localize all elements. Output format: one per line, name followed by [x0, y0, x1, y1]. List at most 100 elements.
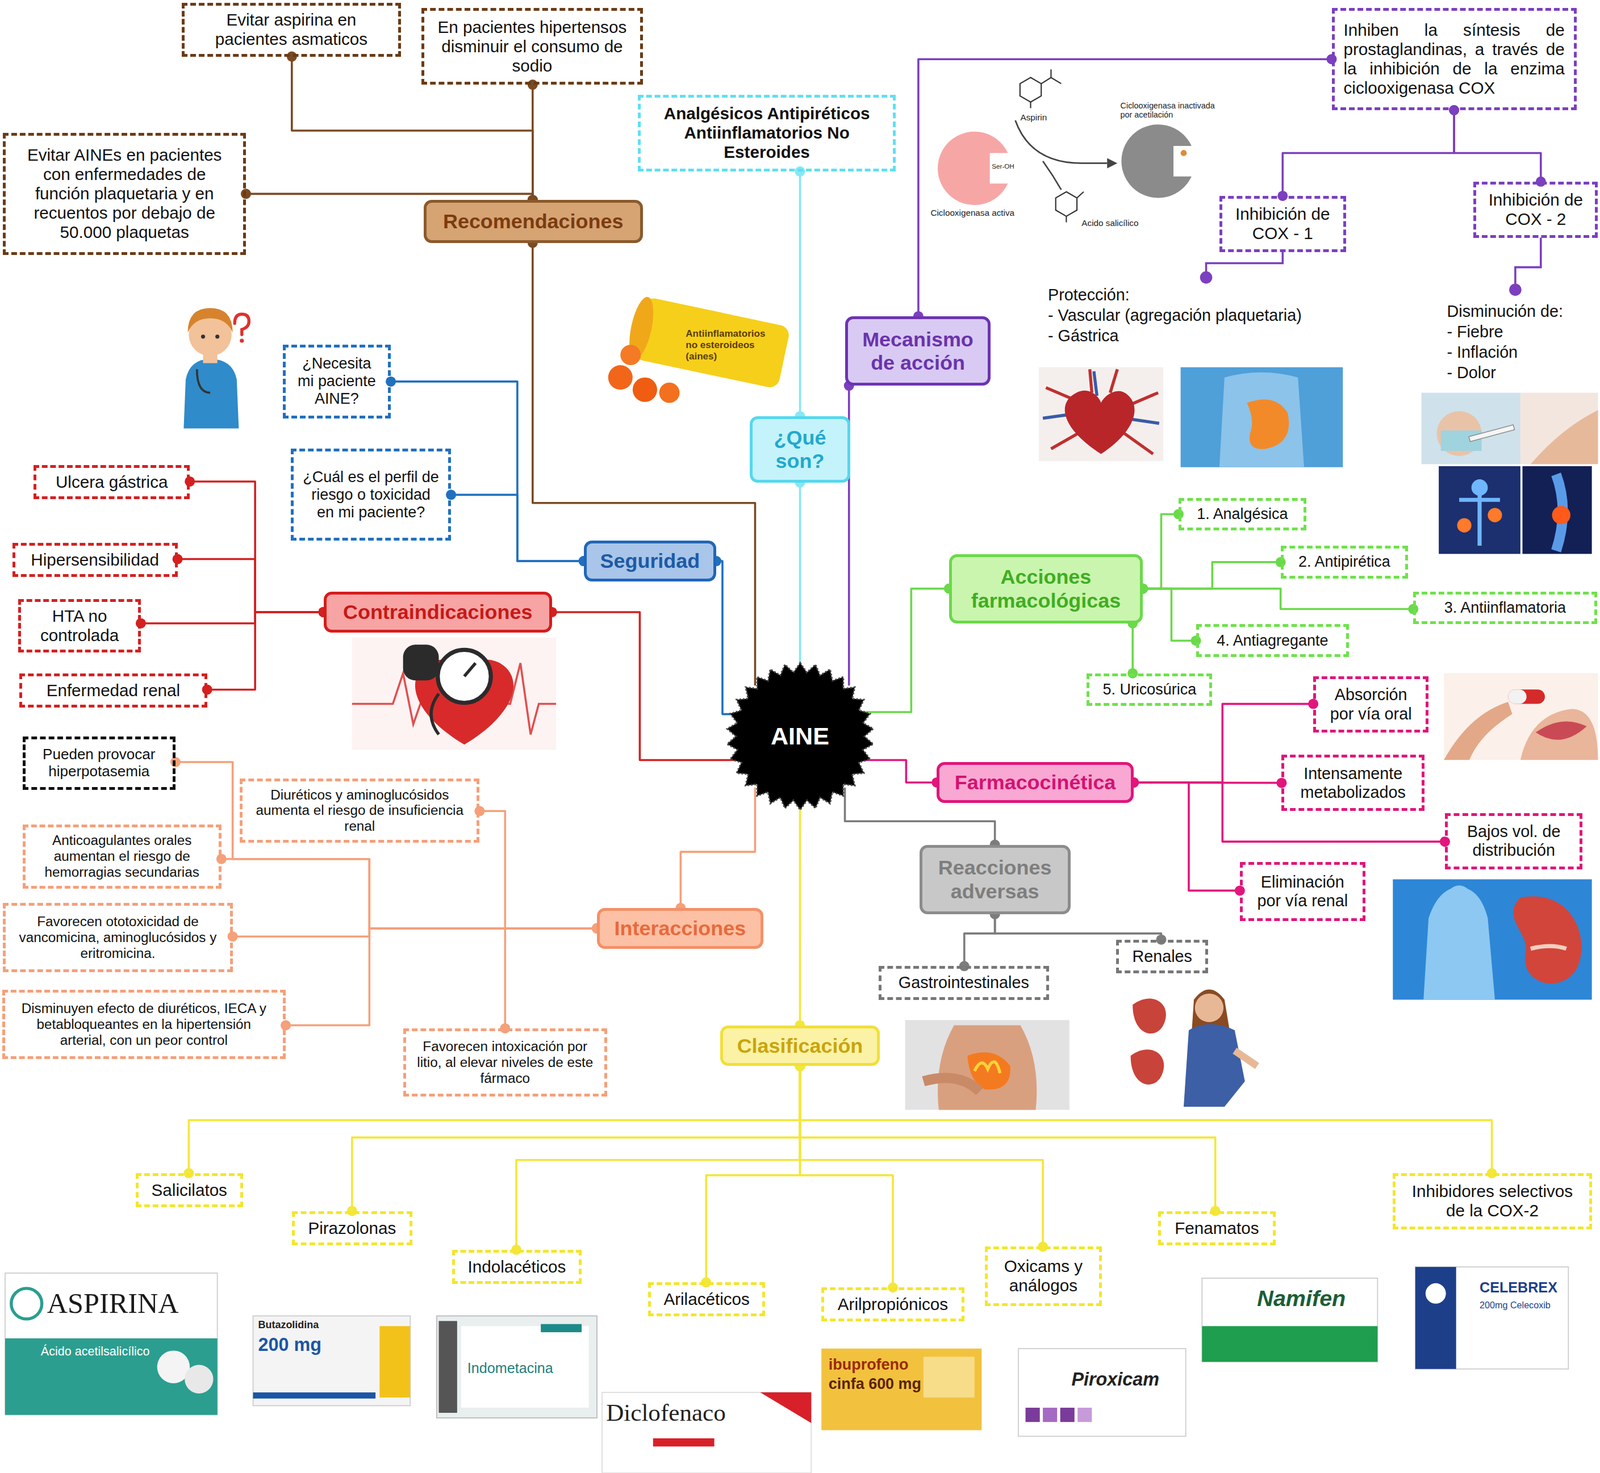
celebrex-box-part [1415, 1267, 1457, 1370]
aspirin-box-part [5, 1273, 218, 1416]
pain-images-part [1456, 518, 1472, 533]
connector-dot [474, 805, 485, 817]
indometacina-box-part [439, 1321, 458, 1414]
kidney-image-part [1530, 946, 1567, 949]
blood-pressure-image-part [352, 637, 557, 751]
detail-box: Ulcera gástrica [33, 465, 190, 500]
node-text: En pacientes hipertensos disminuir el co… [433, 17, 632, 76]
connector-line [552, 612, 750, 761]
label-text: Ácido acetilsalicílico [40, 1344, 150, 1360]
detail-box: 5. Uricosúrica [1086, 673, 1213, 706]
detail-box: Favorecen intoxicación por litio, al ele… [403, 1028, 608, 1097]
connector-line [140, 612, 324, 624]
connector-dot [170, 757, 181, 768]
nurse-icon-part [234, 314, 249, 335]
indometacina-box [436, 1316, 597, 1419]
connector-line [516, 1066, 800, 1250]
namifen-box-part [1201, 1278, 1378, 1363]
fever-photo-part [1520, 393, 1599, 465]
node-text: Eliminación por vía renal [1251, 872, 1354, 911]
oral-pill-image-part [1443, 673, 1598, 761]
label-text: ibuprofeno [828, 1356, 909, 1374]
label-text: Antiinflamatorios no esteroideos (aines) [685, 328, 773, 362]
fever-photo-part [1468, 424, 1515, 442]
kidney-image-part [1447, 885, 1472, 910]
stomach-pain-image-part [937, 1025, 1037, 1110]
category-box: Farmacocinética [936, 762, 1134, 804]
nurse-icon [183, 308, 249, 429]
connector-line [352, 1066, 801, 1211]
category-box: Contraindicaciones [323, 591, 553, 633]
detail-box: Absorción por vía oral [1313, 676, 1429, 733]
connector-line [1282, 110, 1455, 196]
connector-line [245, 193, 533, 200]
connector-line [221, 859, 597, 929]
connector-line [1142, 562, 1281, 589]
detail-box: Arilpropiónicos [821, 1287, 965, 1322]
indometacina-box-part [436, 1316, 597, 1419]
detail-box: Inhibición de COX - 2 [1473, 181, 1598, 238]
connector-line [291, 56, 533, 201]
node-text: Arilacéticos [663, 1289, 750, 1310]
nurse-icon-part [197, 369, 211, 393]
blood-pressure-image-part [431, 694, 439, 735]
nurse-icon-part [188, 308, 233, 333]
connector-line [1131, 623, 1134, 674]
node-text: Evitar AINEs en pacientes con enfermedad… [14, 145, 235, 242]
detail-box: En pacientes hipertensos disminuir el co… [421, 7, 643, 85]
node-text: Clasificación [737, 1034, 864, 1058]
label-text: Aspirin [1020, 112, 1048, 123]
label-text: Piroxicam [1071, 1369, 1160, 1391]
detail-box: Evitar AINEs en pacientes con enfermedad… [2, 132, 246, 256]
connector-line [680, 787, 755, 909]
butazolidina-box-part [253, 1392, 377, 1399]
aspirin-box-part [5, 1338, 218, 1416]
node-text: ¿Cuál es el perfil de riesgo o toxicidad… [302, 468, 440, 522]
leader-line [1200, 237, 1541, 296]
kidney-image-part [1392, 879, 1592, 1000]
node-text: Hipersensibilidad [30, 550, 160, 570]
detail-box: HTA no controlada [18, 599, 141, 653]
node-text: Diuréticos y aminoglucósidos aumenta el … [251, 787, 468, 835]
pill-bottle-part [608, 365, 633, 390]
node-text: Recomendaciones [443, 209, 624, 233]
node-text: Inhibidores selectivos de la COX-2 [1404, 1181, 1580, 1221]
category-box: Clasificación [720, 1025, 880, 1067]
node-text: Fenamatos [1174, 1218, 1259, 1239]
connector-line [800, 1066, 1493, 1174]
label-text: Acido salicílico [1081, 218, 1139, 229]
category-box: Recomendaciones [423, 199, 643, 243]
node-text: Acciones farmacológicas [961, 565, 1131, 613]
label-text: Disminución de: [1447, 302, 1564, 321]
piroxicam-box [1018, 1348, 1186, 1437]
blood-pressure-image-part [403, 644, 440, 681]
node-text: Ulcera gástrica [55, 472, 169, 492]
stomach-image-part [1246, 399, 1289, 450]
stomach-pain-image [905, 1020, 1070, 1110]
node-text: Pueden provocar hiperpotasemia [34, 746, 164, 781]
detail-box: Pueden provocar hiperpotasemia [22, 736, 176, 790]
detail-box: Favorecen ototoxicidad de vancomicina, a… [2, 903, 233, 973]
node-text: Analgésicos Antipiréticos Antiinflamator… [649, 103, 885, 162]
renal-pain-image-part [1191, 989, 1230, 1031]
nurse-icon-part [215, 334, 220, 339]
butazolidina-box [253, 1316, 411, 1406]
connector-line [799, 787, 802, 1026]
piroxicam-box-part [1042, 1408, 1058, 1423]
detail-box: Eliminación por vía renal [1239, 862, 1366, 922]
node-text: Inhiben la síntesis de prostaglandinas, … [1343, 20, 1565, 98]
category-box: ¿Qué son? [749, 416, 850, 483]
connector-line [504, 928, 597, 1029]
oral-pill-image-part [1520, 708, 1599, 760]
label-text: - Dolor [1447, 363, 1497, 383]
label-text: CELEBREX [1479, 1279, 1558, 1297]
pain-images-part [1438, 466, 1521, 554]
label-text: Ciclooxigenasa inactivada por acetilació… [1120, 101, 1223, 120]
leader-line-part [1509, 283, 1522, 296]
butazolidina-box-part [253, 1316, 411, 1406]
label-text: - Fiebre [1447, 322, 1504, 342]
piroxicam-box-part [1025, 1408, 1040, 1423]
leader-line-part [1200, 271, 1213, 284]
